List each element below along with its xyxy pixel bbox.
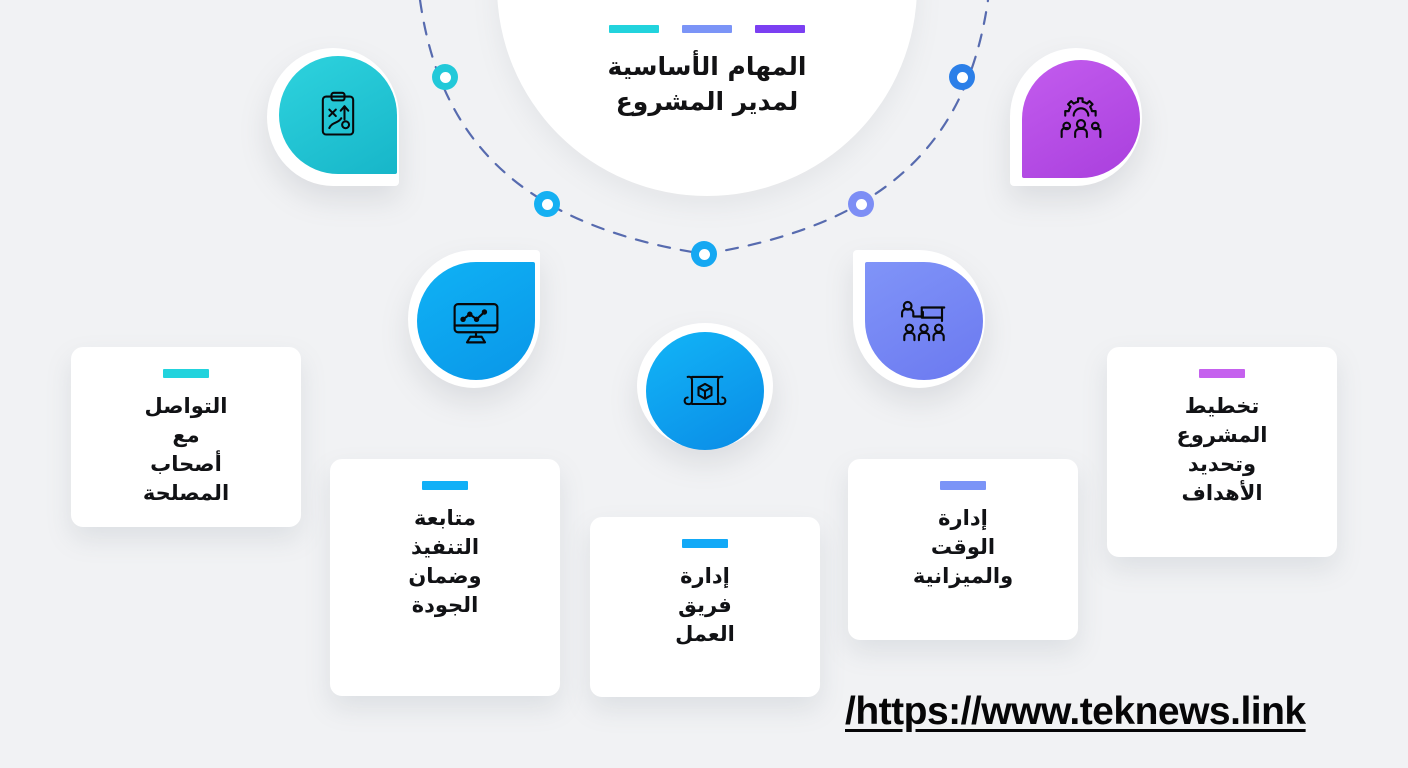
card-label: متابعة التنفيذ وضمان الجودة (408, 506, 482, 617)
footer-url-link[interactable]: /https://www.teknews.link (845, 690, 1306, 733)
card-label: إدارة الوقت والميزانية (912, 506, 1014, 588)
card-execution-quality[interactable]: متابعة التنفيذ وضمان الجودة (330, 459, 560, 696)
clipboard-strategy-icon (279, 56, 397, 174)
badge-monitor[interactable] (408, 250, 540, 388)
accent-bar-violet (755, 25, 805, 33)
connector-dot-4 (848, 191, 874, 217)
connector-dot-5 (949, 64, 975, 90)
connector-dot-2 (534, 191, 560, 217)
card-accent-bar (940, 481, 986, 490)
title-accent-bars (497, 25, 917, 33)
accent-bar-periwinkle (682, 25, 732, 33)
card-label: تخطيط المشروع وتحديد الأهداف (1176, 394, 1268, 505)
blueprint-cube-icon (646, 332, 764, 450)
card-planning-goals[interactable]: تخطيط المشروع وتحديد الأهداف (1107, 347, 1337, 557)
card-label: إدارة فريق العمل (675, 564, 735, 646)
card-label: التواصل مع أصحاب المصلحة (142, 394, 230, 505)
card-team-management[interactable]: إدارة فريق العمل (590, 517, 820, 697)
badge-gear-team[interactable] (1010, 48, 1142, 186)
badge-blueprint[interactable] (637, 323, 773, 450)
badge-presentation[interactable] (853, 250, 985, 388)
connector-dot-3 (691, 241, 717, 267)
card-accent-bar (422, 481, 468, 490)
card-accent-bar (682, 539, 728, 548)
page-title: المهام الأساسية لمدير المشروع (607, 52, 807, 116)
accent-bar-cyan (609, 25, 659, 33)
card-time-budget[interactable]: إدارة الوقت والميزانية (848, 459, 1078, 640)
badge-strategy[interactable] (267, 48, 399, 186)
monitor-chart-icon (417, 262, 535, 380)
card-accent-bar (1199, 369, 1245, 378)
card-accent-bar (163, 369, 209, 378)
connector-dot-1 (432, 64, 458, 90)
card-communication[interactable]: التواصل مع أصحاب المصلحة (71, 347, 301, 527)
gear-people-icon (1022, 60, 1140, 178)
presentation-team-icon (865, 262, 983, 380)
